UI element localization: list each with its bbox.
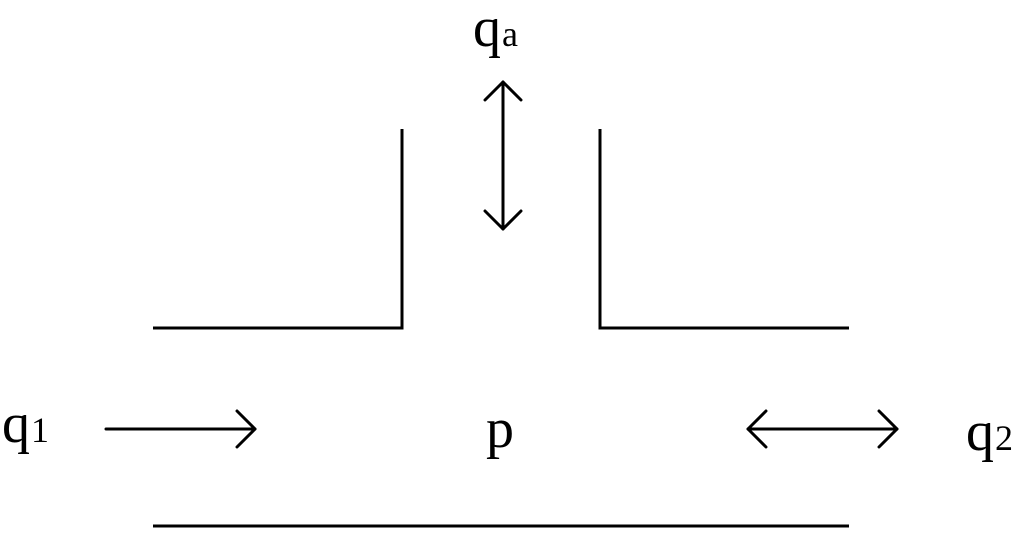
upper-left-wall bbox=[153, 129, 404, 330]
branch-arrow-head-down bbox=[483, 209, 523, 231]
inlet-arrow-head bbox=[235, 409, 257, 449]
outlet-flow-arrow bbox=[746, 409, 899, 449]
label-qa: qa bbox=[473, 0, 518, 59]
branch-flow-arrow bbox=[483, 80, 523, 231]
upper-right-wall bbox=[598, 129, 849, 330]
inlet-flow-arrow bbox=[104, 409, 257, 449]
label-p: p bbox=[486, 398, 514, 460]
outlet-arrow-head-left bbox=[746, 409, 768, 449]
label-q2: q2 bbox=[966, 401, 1013, 463]
branch-arrow-head-up bbox=[483, 80, 523, 102]
label-q1: q1 bbox=[2, 393, 49, 455]
outlet-arrow-head-right bbox=[877, 409, 899, 449]
